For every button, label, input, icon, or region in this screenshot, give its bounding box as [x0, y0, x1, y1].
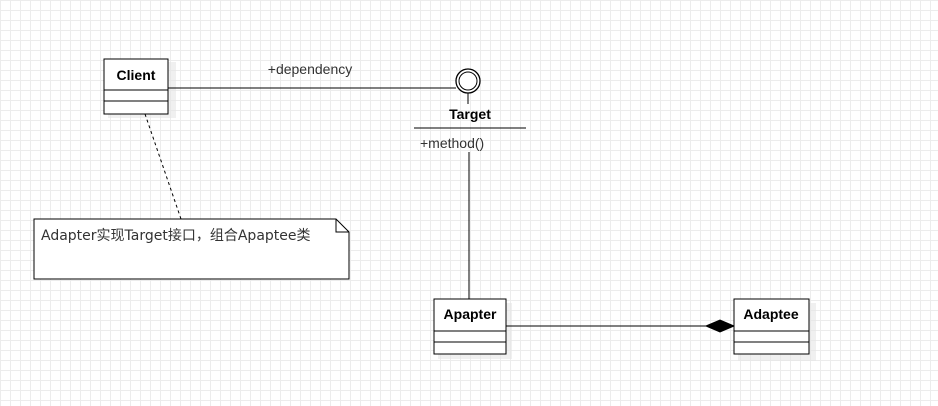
note-connector[interactable] — [144, 113, 182, 220]
composition-edge[interactable] — [506, 319, 736, 333]
class-adaptee[interactable]: Adaptee — [733, 298, 816, 361]
realization-edge[interactable] — [467, 93, 470, 299]
adapter-class-name: Apapter — [444, 306, 497, 322]
note-box[interactable] — [33, 218, 350, 280]
class-client[interactable]: Client — [103, 58, 176, 118]
adaptee-class-name: Adaptee — [743, 306, 798, 322]
class-adapter[interactable]: Apapter — [433, 298, 512, 359]
target-interface-name: Target — [449, 106, 491, 122]
target-method: +method() — [420, 135, 484, 151]
composition-diamond-icon — [704, 319, 736, 333]
dependency-label: +dependency — [268, 61, 352, 77]
note-text: Adapter实现Target接口，组合Apaptee类 — [41, 227, 311, 244]
interface-target[interactable] — [414, 68, 526, 129]
client-class-name: Client — [117, 67, 156, 83]
